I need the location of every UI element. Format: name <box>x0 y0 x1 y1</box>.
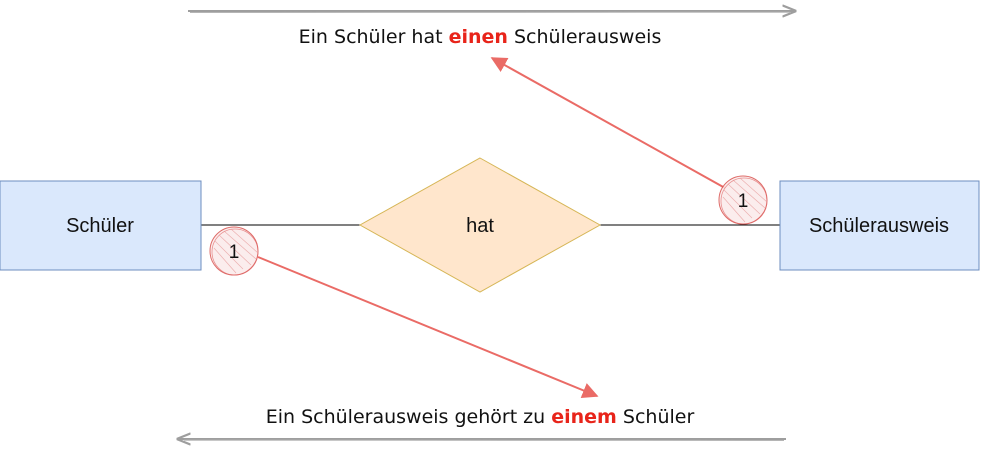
sentence-bottom-emphasis: einem <box>551 406 617 428</box>
relationship-hat-label: hat <box>466 215 494 237</box>
annotation-arrow-bottom <box>257 256 599 398</box>
sentence-top: Ein Schüler hat einen Schülerausweis <box>299 26 662 48</box>
sentence-top-emphasis: einen <box>449 26 508 48</box>
entity-schuelerausweis[interactable]: Schülerausweis <box>779 180 980 271</box>
reading-arrow-top <box>188 11 795 13</box>
sentence-top-after: Schülerausweis <box>508 26 661 48</box>
sentence-bottom: Ein Schülerausweis gehört zu einem Schül… <box>266 406 695 428</box>
entity-schueler-label: Schüler <box>66 215 134 237</box>
sentence-bottom-after: Schüler <box>617 406 695 428</box>
cardinality-left-label: 1 <box>229 242 240 263</box>
cardinality-right-label: 1 <box>738 191 749 212</box>
relationship-hat[interactable]: hat <box>358 157 602 293</box>
reading-arrow-bottom <box>178 439 786 441</box>
sentence-bottom-before: Ein Schülerausweis gehört zu <box>266 406 552 428</box>
sentence-top-before: Ein Schüler hat <box>299 26 449 48</box>
cardinality-left-circle: 1 <box>209 226 259 276</box>
entity-schuelerausweis-label: Schülerausweis <box>809 215 949 237</box>
entity-schueler[interactable]: Schüler <box>0 180 202 271</box>
cardinality-right-circle: 1 <box>718 175 768 225</box>
annotation-arrow-top <box>490 57 726 189</box>
